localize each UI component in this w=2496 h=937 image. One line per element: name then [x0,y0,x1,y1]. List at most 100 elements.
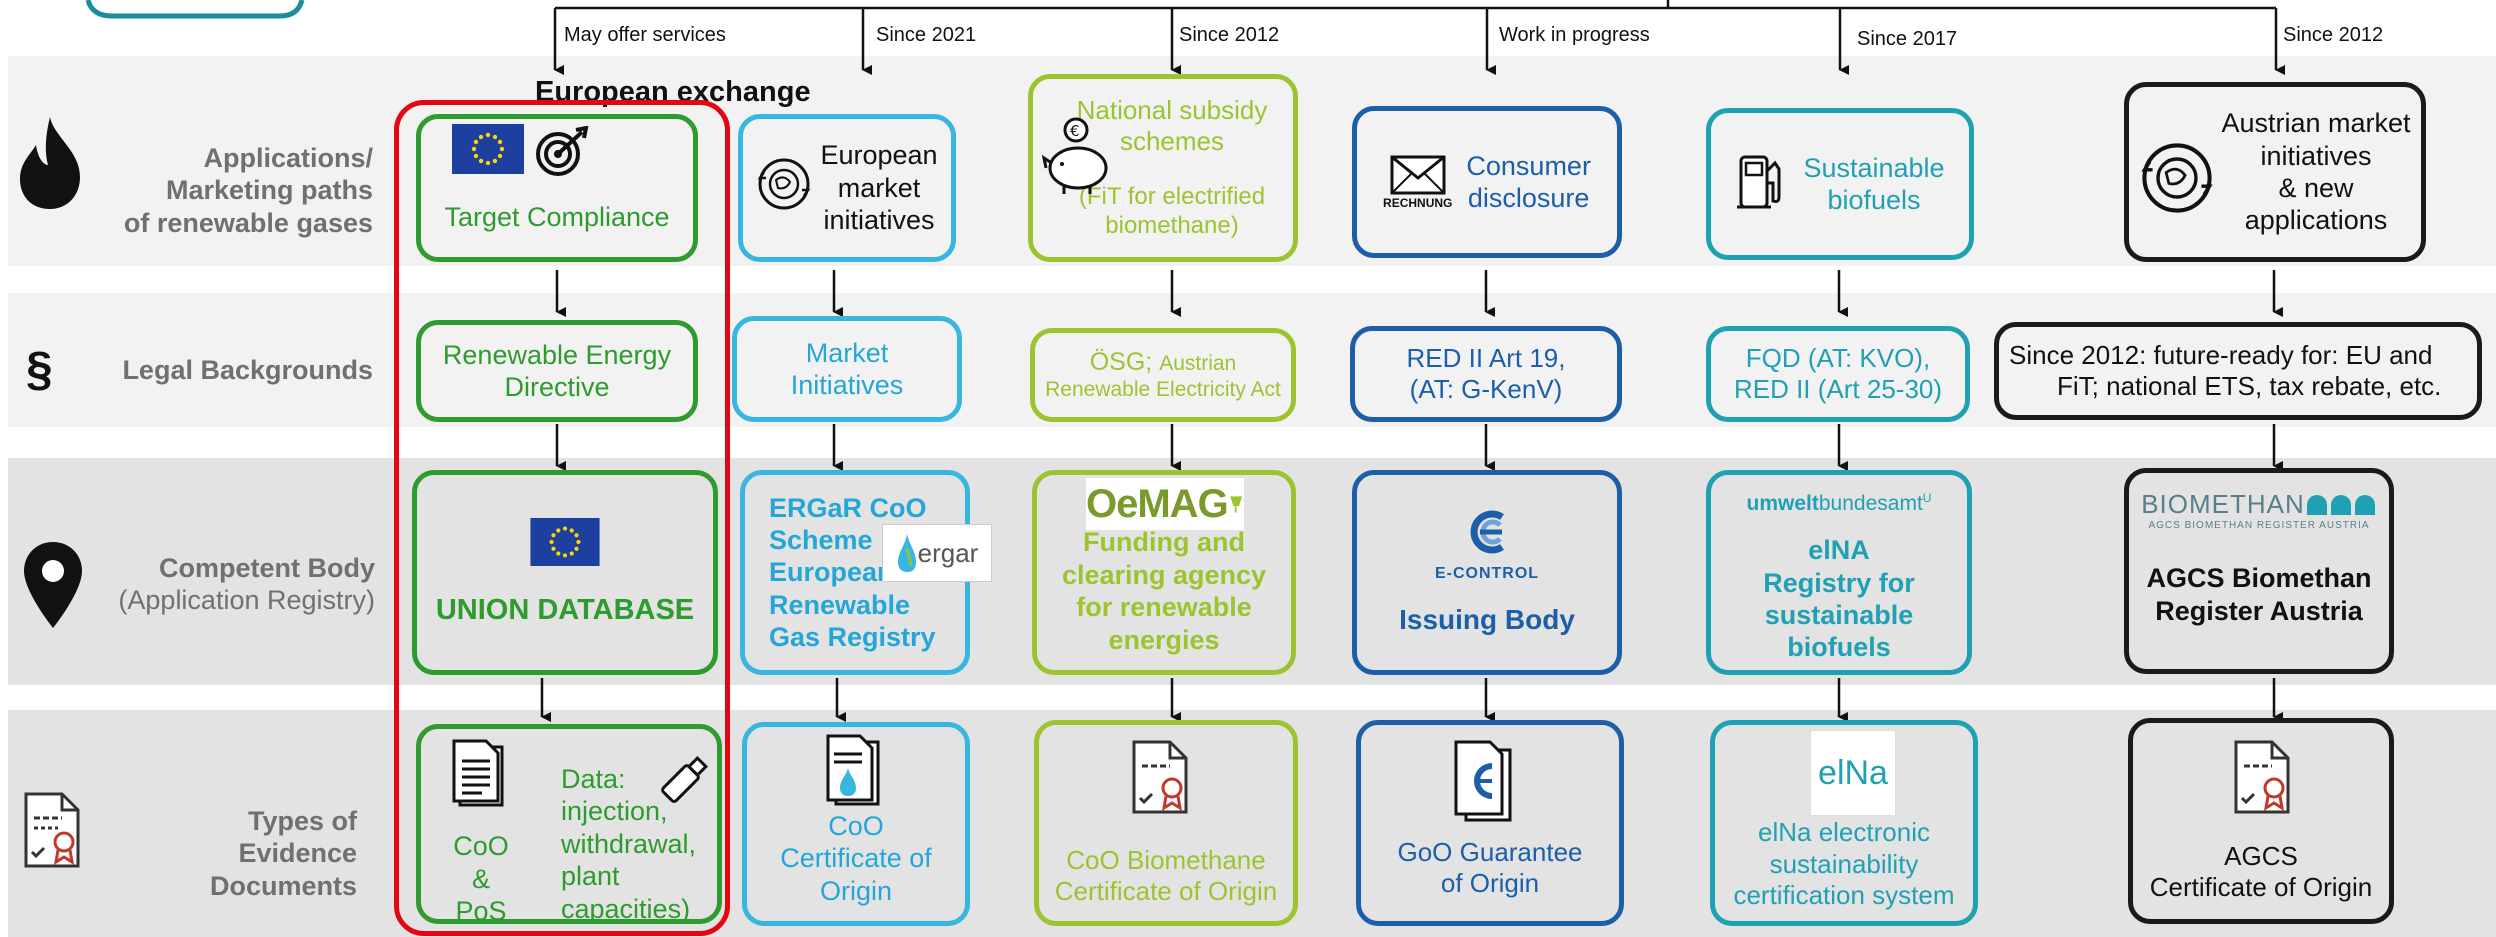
goo-line-1: GoO Guarantee [1397,836,1583,867]
oemag-coo-line-1: CoO Biomethane [1066,844,1266,875]
certificate-ribbon-icon [1130,738,1192,821]
data-line-1: Data: [561,764,626,794]
red-line-1: Renewable Energy [442,339,672,370]
ergar-line-4: Renewable [769,589,911,620]
top-partial-box [85,0,305,19]
competent-body-band [8,458,2496,685]
agcs-coo-line-1: AGCS [2224,840,2298,871]
box-oemag-coo: CoO Biomethane Certificate of Origin [1034,720,1298,926]
elna-cert-line-3: certification system [1733,879,1955,910]
row-label-applications-line-2: Marketing paths [165,175,373,206]
ergar-coo-line-1: CoO [828,810,884,841]
e-control-logo-text: E-CONTROL [1434,564,1540,582]
box-ergar: ERGaR CoO Scheme European Renewable Gas … [740,470,970,675]
row-label-applications: Applications/ Marketing paths of renewab… [95,142,373,239]
elna-logo: elNa [1810,730,1896,816]
bundesamt-text: bundesamt [1818,492,1923,515]
fqd-line-2: RED II (Art 25-30) [1733,374,1943,404]
box-european-market-initiatives: European market initiatives [738,114,956,262]
oemag-line-4: energies [1108,624,1220,655]
certificate-doc-icon [826,734,884,813]
rechnung-caption: RECHNUNG [1383,195,1453,210]
elna-cert-line-2: sustainability [1769,848,1919,879]
umweltbundesamt-sup: U [1922,491,1932,505]
piggy-bank-icon: € [1041,116,1118,203]
ergar-line-3: European [769,557,894,588]
ergar-logo-text: ergar [917,537,979,568]
fqd-line-1: FQD (AT: KVO), [1745,342,1931,373]
box-elna-registry: umweltbundesamtU elNA Registry for susta… [1706,470,1972,675]
austria-legal-line-2: FiT; national ETS, tax rebate, etc. [2057,371,2442,401]
ergar-line-2: Scheme [769,524,873,555]
globe-recycle-icon [756,156,812,219]
oemag-logo-text: OeMAG [1086,481,1229,526]
box-oemag: Funding and clearing agency for renewabl… [1032,470,1296,675]
invoice-envelope-icon: RECHNUNG [1383,154,1452,210]
row-label-applications-line-1: Applications/ [203,143,373,173]
box-goo: GoO Guarantee of Origin [1356,720,1624,926]
oesg-austrian-label: Austrian [1159,352,1237,376]
ergar-coo-line-2: Certificate of [780,843,932,874]
globe-recycle-icon-2 [2139,140,2215,223]
timeline-label-3: Since 2012 [1179,24,1280,46]
emi-line-1: European [820,140,938,171]
oesg-act-label: Renewable Electricity Act [1045,378,1281,402]
data-line-3: withdrawal, [561,828,697,859]
umweltbundesamt-logo: umweltbundesamtU [1747,491,1932,516]
oemag-line-1: Funding and [1083,527,1245,558]
box-austrian-market-initiatives: Austrian market initiatives & new applic… [2124,82,2426,262]
box-renewable-energy-directive: Renewable Energy Directive [416,320,698,422]
data-line-2: injection, [561,796,668,827]
ergar-logo: ergar [882,524,992,582]
location-pin-icon [22,540,84,635]
data-line-4: plant [561,861,620,892]
coo-pos-left: CoO & PoS [421,729,541,927]
ns-line-3: (FiT for electrified [1078,183,1266,211]
box-coo-pos: CoO & PoS Data: injection, withdrawal, p… [416,724,722,927]
fuel-pump-icon [1735,149,1785,218]
ami-line-3: & new [2278,173,2354,203]
svg-text:€: € [1070,122,1080,140]
coo-label: CoO [453,831,509,862]
applications-band [8,56,2496,266]
row-label-evidence: Types of Evidence Documents [95,805,357,902]
row-label-evidence-line-2: Evidence [238,838,357,869]
union-database-label: UNION DATABASE [435,593,695,626]
box-red-ii-art-19: RED II Art 19, (AT: G-KenV) [1350,326,1622,422]
elna-logo-text: elNa [1818,753,1888,792]
ergar-coo-line-3: Origin [819,875,893,906]
eu-flag-icon-2 [530,517,600,571]
pos-label: PoS [455,895,507,926]
ami-line-2: initiatives [2260,140,2372,171]
box-oesg: ÖSG; Austrian Renewable Electricity Act [1030,328,1296,422]
umwelt-text: umwelt [1746,492,1819,515]
box-market-initiatives: Market Initiatives [732,316,962,422]
oemag-line-3: for renewable [1076,592,1252,623]
elna-line-1: elNA [1808,535,1870,566]
box-national-subsidy: National subsidy schemes (FiT for electr… [1028,74,1298,262]
box-austria-legal: Since 2012: future-ready for: EU and FiT… [1994,322,2482,420]
row-label-competent-body-main: Competent Body [159,553,375,583]
data-description: Data: injection, withdrawal, plant capac… [561,763,696,925]
goo-document-icon [1454,740,1516,829]
evidence-band [8,710,2496,937]
biomethan-tanks-icon [2306,494,2375,515]
sb-line-2: biofuels [1827,185,1921,215]
red-line-2: Directive [504,372,610,402]
biomethan-logo-text: BIOMETHAN [2141,489,2305,519]
ergar-line-5: Gas Registry [769,622,936,653]
european-exchange-frame [394,100,730,936]
emi-line-3: initiatives [823,205,935,236]
red-ii-19-line-1: RED II Art 19, [1406,342,1566,373]
row-label-applications-line-3: of renewable gases [123,207,373,238]
oemag-logo: OeMAG [1086,478,1244,530]
timeline-label-6: Since 2012 [2283,24,2384,46]
elna-cert-line-1: elNa electronic [1758,817,1930,848]
market-initiatives-line-2: Initiatives [790,370,904,400]
agcs-register-line-1: AGCS Biomethan [2146,563,2372,594]
box-agcs-register: BIOMETHAN AGCS BIOMETHAN REGISTER AUSTRI… [2124,468,2394,674]
row-label-competent-body-sub: (Application Registry) [118,585,375,616]
oemag-coo-line-2: Certificate of Origin [1054,875,1278,906]
row-label-evidence-line-3: Documents [209,870,357,901]
usb-stick-icon [649,745,719,820]
